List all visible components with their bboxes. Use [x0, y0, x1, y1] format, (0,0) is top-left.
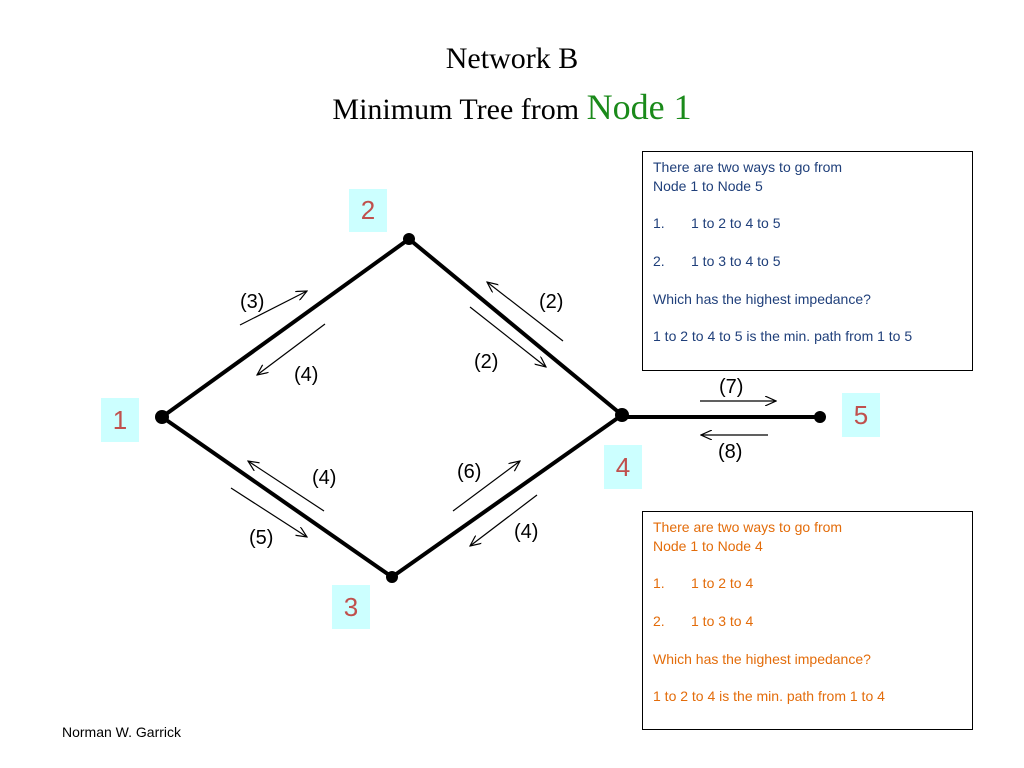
info-box-2-question: Which has the highest impedance?: [653, 650, 871, 667]
impedance-3-4-forward: (6): [457, 461, 482, 483]
arrow-1-2-forward: [239, 291, 307, 326]
impedance-1-2-forward: (3): [240, 291, 265, 313]
node-label-3: 3: [332, 585, 370, 629]
edge-3-4: [390, 413, 624, 579]
title-line-2: Minimum Tree from Node 1: [0, 86, 1024, 128]
info-box-1-question: Which has the highest impedance?: [653, 290, 871, 307]
node-4-point: [615, 408, 629, 422]
info-box-node-4: There are two ways to go from Node 1 to …: [642, 511, 973, 730]
info-box-1-option-1: 1.1 to 2 to 4 to 5: [653, 215, 781, 232]
edge-2-4: [407, 237, 624, 417]
info-box-2-option-1: 1.1 to 2 to 4: [653, 575, 754, 592]
info-box-1-line-2: Node 1 to Node 5: [653, 177, 763, 194]
node-label-5: 5: [842, 393, 880, 437]
impedance-1-2-backward: (4): [294, 364, 319, 386]
title-line-1: Network B: [445, 42, 579, 75]
node-5-point: [814, 411, 826, 423]
info-box-2-answer: 1 to 2 to 4 is the min. path from 1 to 4: [653, 688, 885, 705]
arrow-3-1-backward: [248, 461, 325, 512]
title-highlight: Node 1: [586, 87, 692, 127]
info-box-node-5: There are two ways to go from Node 1 to …: [642, 151, 973, 371]
arrow-2-4-forward: [469, 306, 546, 367]
impedance-3-4-backward: (4): [514, 521, 539, 543]
impedance-4-5-backward: (8): [718, 441, 743, 463]
title-prefix: Minimum Tree from: [332, 93, 580, 126]
impedance-4-5-forward: (7): [719, 376, 744, 398]
impedance-1-3-backward: (4): [312, 467, 337, 489]
arrow-4-2-backward: [487, 282, 564, 342]
impedance-2-4-backward: (2): [539, 291, 564, 313]
arrow-4-3-backward: [470, 494, 538, 546]
info-box-1-line-1: There are two ways to go from: [653, 159, 843, 175]
impedance-1-3-forward: (5): [249, 527, 274, 549]
arrow-3-4-forward: [452, 461, 520, 512]
node-label-4: 4: [604, 445, 642, 489]
info-box-2-option-2: 2.1 to 3 to 4: [653, 612, 754, 629]
node-3-point: [386, 571, 398, 583]
info-box-1-answer: 1 to 2 to 4 to 5 is the min. path from 1…: [653, 328, 913, 345]
info-box-2-line-2: Node 1 to Node 4: [653, 537, 763, 554]
node-1-point: [155, 410, 169, 424]
author-footer: Norman W. Garrick: [62, 724, 182, 740]
info-box-1-option-2: 2.1 to 3 to 4 to 5: [653, 252, 781, 269]
info-box-2-line-1: There are two ways to go from: [653, 519, 843, 535]
arrow-1-3-forward: [230, 487, 307, 537]
node-label-2: 2: [349, 189, 387, 232]
edge-1-2: [160, 237, 411, 419]
node-label-1: 1: [101, 398, 139, 442]
edge-1-3: [160, 415, 394, 579]
impedance-2-4-forward: (2): [474, 351, 499, 373]
arrow-2-1-backward: [257, 323, 326, 375]
node-2-point: [403, 233, 415, 245]
